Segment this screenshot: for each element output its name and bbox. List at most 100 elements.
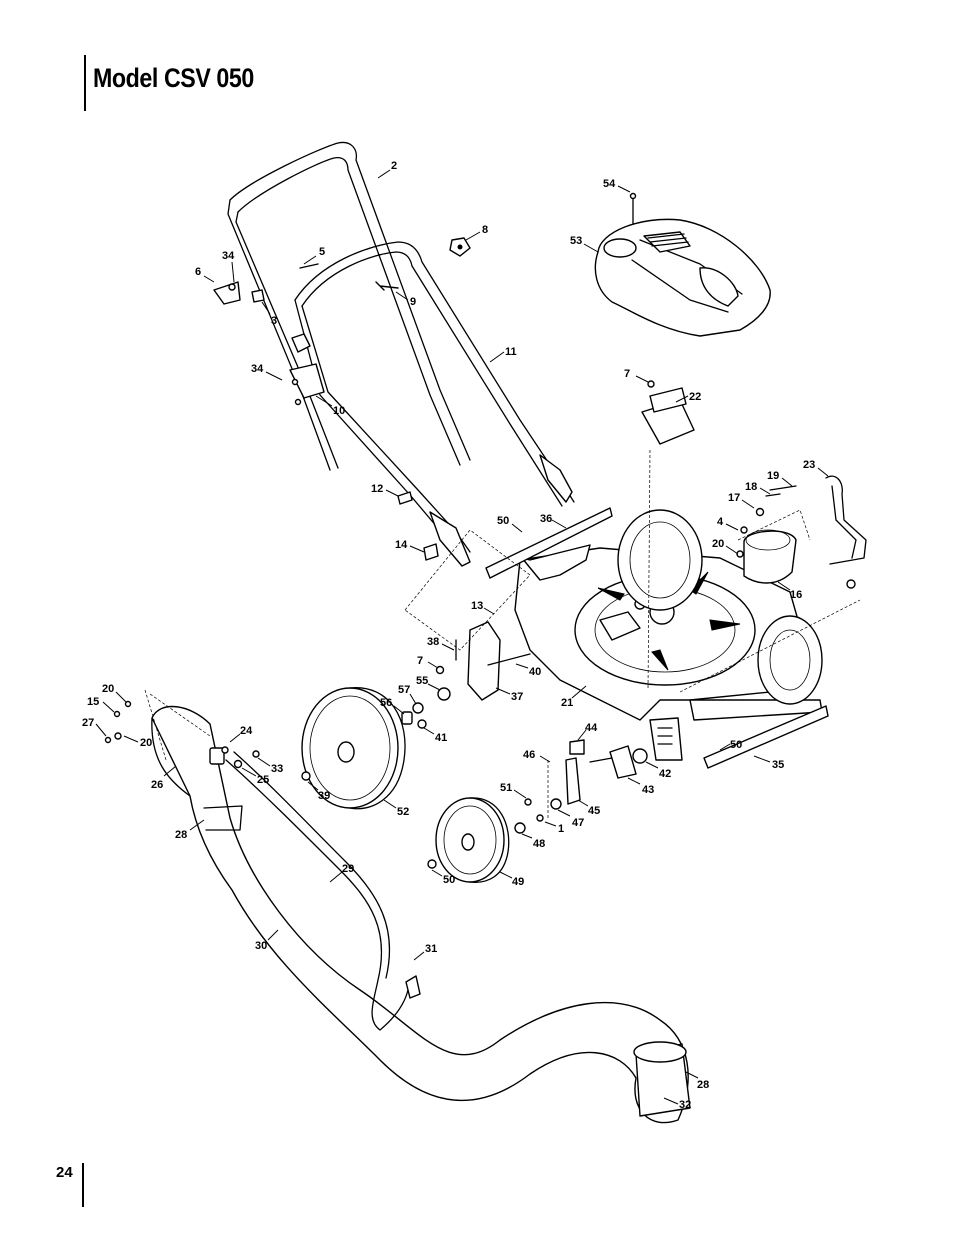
callout-42: 42	[645, 761, 671, 780]
title-rule	[84, 55, 86, 111]
svg-text:11: 11	[505, 346, 517, 358]
svg-text:47: 47	[572, 817, 584, 829]
wheel-hardware	[301, 665, 648, 869]
callout-45: 45	[577, 799, 600, 817]
callout-29: 29	[329, 863, 354, 883]
callout-50-c: 50	[431, 869, 455, 886]
callout-53: 53	[570, 235, 599, 253]
discharge-hardware	[641, 380, 867, 589]
callout-10: 10	[315, 395, 345, 417]
callout-22: 22	[675, 391, 701, 403]
svg-text:26: 26	[151, 779, 163, 791]
callout-31: 31	[413, 943, 437, 961]
svg-text:8: 8	[482, 224, 488, 236]
svg-text:50: 50	[497, 515, 509, 527]
svg-text:48: 48	[533, 838, 545, 850]
callout-43: 43	[627, 777, 654, 796]
callout-7-a: 7	[624, 368, 649, 383]
page-number: 24	[56, 1164, 73, 1181]
svg-text:51: 51	[500, 782, 512, 794]
callout-55: 55	[416, 675, 441, 691]
svg-text:29: 29	[342, 863, 354, 875]
callout-19: 19	[767, 470, 793, 487]
svg-text:34: 34	[222, 250, 235, 262]
callout-17: 17	[728, 492, 755, 509]
callout-49: 49	[499, 871, 524, 888]
callout-37: 37	[495, 687, 523, 703]
svg-text:2: 2	[391, 160, 397, 172]
callout-28-b: 28	[685, 1071, 709, 1091]
svg-text:23: 23	[803, 459, 815, 471]
svg-text:50: 50	[443, 874, 455, 886]
svg-text:31: 31	[425, 943, 437, 955]
svg-text:9: 9	[410, 296, 416, 308]
svg-text:20: 20	[712, 538, 724, 550]
callout-3: 3	[261, 301, 277, 327]
svg-text:50: 50	[730, 739, 742, 751]
page-title: Model CSV 050	[93, 63, 254, 93]
callout-44: 44	[577, 722, 598, 741]
callout-1: 1	[544, 821, 564, 835]
callout-34-b: 34	[251, 363, 283, 381]
callout-50-a: 50	[497, 515, 523, 533]
svg-text:20: 20	[140, 737, 152, 749]
svg-text:37: 37	[511, 691, 523, 703]
svg-text:46: 46	[523, 749, 535, 761]
callout-40: 40	[515, 663, 541, 678]
callout-36: 36	[540, 513, 567, 529]
svg-text:14: 14	[395, 539, 408, 551]
svg-text:57: 57	[398, 684, 410, 696]
svg-text:32: 32	[679, 1099, 691, 1111]
callout-52: 52	[383, 799, 409, 818]
callout-8: 8	[465, 224, 488, 241]
svg-text:1: 1	[558, 823, 564, 835]
handle-hardware	[213, 237, 471, 561]
callout-38: 38	[427, 636, 455, 651]
svg-text:6: 6	[195, 266, 201, 278]
callout-6: 6	[195, 266, 215, 283]
callout-15: 15	[87, 696, 115, 713]
callout-23: 23	[803, 459, 829, 477]
callout-51: 51	[500, 782, 527, 799]
svg-text:33: 33	[271, 763, 283, 775]
svg-text:3: 3	[271, 315, 277, 327]
callout-21: 21	[561, 685, 587, 709]
callout-41: 41	[423, 727, 447, 744]
callout-25: 25	[241, 767, 269, 786]
axle-bars	[485, 507, 829, 769]
callout-26: 26	[151, 765, 177, 791]
upper-handle	[227, 141, 471, 471]
svg-text:20: 20	[102, 683, 114, 695]
callout-20-a: 20	[712, 538, 739, 555]
callout-labels: 1 2 3 4 5 6 7 7 8 9 10 11 12 13 14 15 16…	[82, 160, 829, 1111]
callout-5: 5	[303, 246, 325, 265]
svg-text:27: 27	[82, 717, 94, 729]
svg-text:41: 41	[435, 732, 447, 744]
svg-text:44: 44	[585, 722, 598, 734]
callout-48: 48	[521, 833, 545, 850]
svg-text:25: 25	[257, 774, 269, 786]
callout-27: 27	[82, 717, 107, 737]
svg-text:12: 12	[371, 483, 383, 495]
callout-33: 33	[257, 757, 283, 775]
svg-text:43: 43	[642, 784, 654, 796]
svg-text:24: 24	[240, 725, 253, 737]
callout-16: 16	[777, 581, 802, 601]
svg-text:30: 30	[255, 940, 267, 952]
svg-text:21: 21	[561, 697, 573, 709]
axle-bracket	[455, 621, 531, 701]
svg-text:45: 45	[588, 805, 600, 817]
callout-2: 2	[377, 160, 397, 179]
svg-text:49: 49	[512, 876, 524, 888]
svg-text:5: 5	[319, 246, 325, 258]
svg-text:10: 10	[333, 405, 345, 417]
vacuum-hose	[104, 700, 691, 1124]
callout-39: 39	[307, 781, 330, 802]
svg-text:52: 52	[397, 806, 409, 818]
callout-57: 57	[398, 684, 417, 705]
callout-13: 13	[471, 600, 495, 615]
svg-text:55: 55	[416, 675, 428, 687]
svg-text:22: 22	[689, 391, 701, 403]
lower-handle	[294, 241, 575, 567]
callout-14: 14	[395, 539, 425, 553]
